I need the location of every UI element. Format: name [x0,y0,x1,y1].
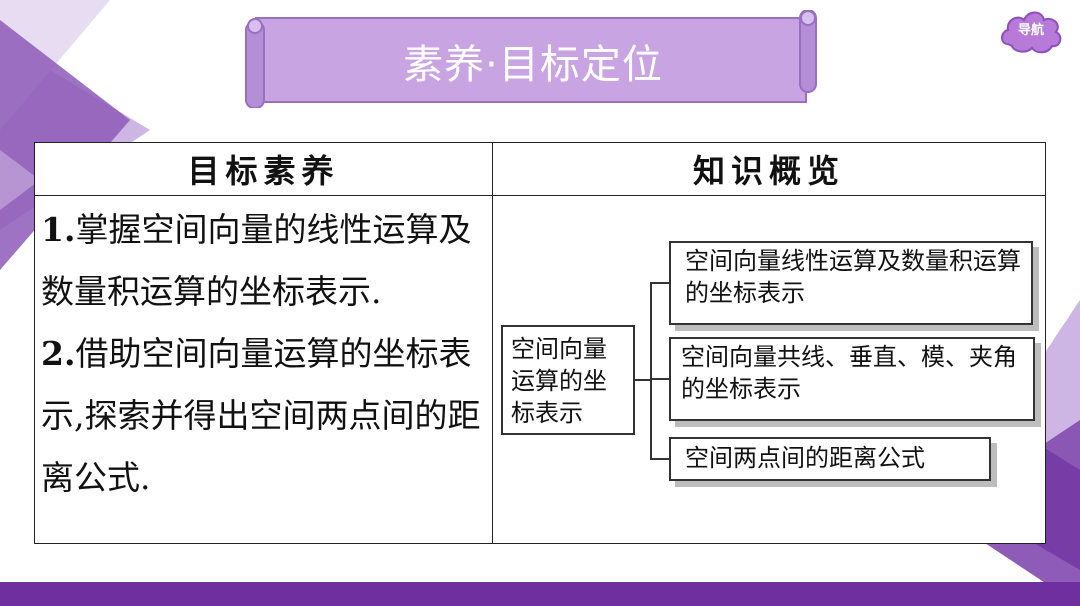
goal-table: 目标素养 知识概览 1.掌握空间向量的线性运算及数量积运算的坐标表示. 2.借助… [34,142,1046,544]
nav-label[interactable]: 导航 [1017,22,1044,38]
goals-list: 1.掌握空间向量的线性运算及数量积运算的坐标表示. 2.借助空间向量运算的坐标表… [41,199,481,509]
concept-branch-collinear: 空间向量共线、垂直、模、夹角的坐标表示 [669,337,1035,421]
goal-text: 掌握空间向量的线性运算及数量积运算的坐标表示. [41,210,472,311]
column-divider [492,143,493,543]
concept-branch-linear-ops: 空间向量线性运算及数量积运算的坐标表示 [669,241,1033,325]
footer-bar [0,582,1080,606]
page-title: 素养·目标定位 [403,42,663,88]
map-connector [635,379,651,381]
map-connector [650,458,669,460]
header-goals: 目标素养 [187,152,340,190]
concept-branch-distance: 空间两点间的距离公式 [669,437,991,481]
nav-cloud-button[interactable] [998,8,1064,56]
header-divider [35,195,1045,196]
goal-text: 借助空间向量运算的坐标表示,探索并得出空间两点间的距离公式. [41,334,481,497]
title-scroll-banner [245,10,817,108]
header-overview: 知识概览 [692,152,845,190]
goal-number: 2. [41,334,76,373]
map-connector [650,282,652,460]
goal-item: 2.借助空间向量运算的坐标表示,探索并得出空间两点间的距离公式. [41,323,481,509]
goal-number: 1. [41,210,76,249]
concept-root: 空间向量运算的坐标表示 [501,325,635,435]
goal-item: 1.掌握空间向量的线性运算及数量积运算的坐标表示. [41,199,481,323]
map-connector [650,282,669,284]
map-connector [650,378,669,380]
